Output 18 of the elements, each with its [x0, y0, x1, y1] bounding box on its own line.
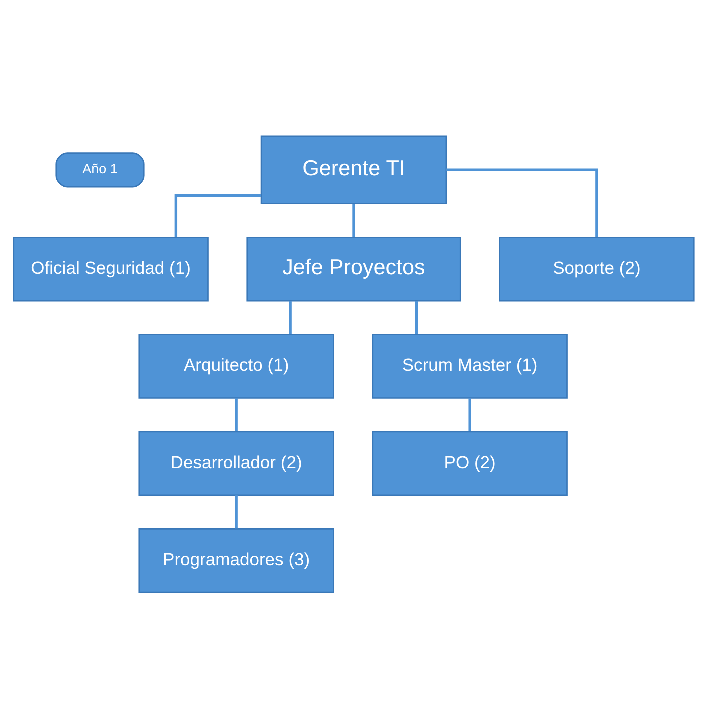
- node-box: Jefe Proyectos: [246, 236, 462, 302]
- connector: [235, 495, 238, 528]
- node-box: Scrum Master (1): [372, 334, 568, 398]
- connector: [289, 300, 292, 334]
- node-box: Gerente TI: [260, 135, 448, 204]
- connector: [174, 194, 262, 237]
- node-box: Programadores (3): [138, 528, 334, 593]
- connector: [235, 398, 238, 431]
- connector: [415, 300, 418, 334]
- node-box: Año 1: [56, 152, 145, 188]
- node-box: Desarrollador (2): [138, 430, 334, 496]
- connector: [446, 168, 598, 237]
- node-box: Soporte (2): [499, 236, 695, 302]
- node-box: PO (2): [372, 430, 568, 496]
- connector: [468, 398, 472, 431]
- connector: [352, 204, 356, 237]
- node-box: Arquitecto (1): [138, 334, 334, 398]
- node-box: Oficial Seguridad (1): [13, 236, 209, 302]
